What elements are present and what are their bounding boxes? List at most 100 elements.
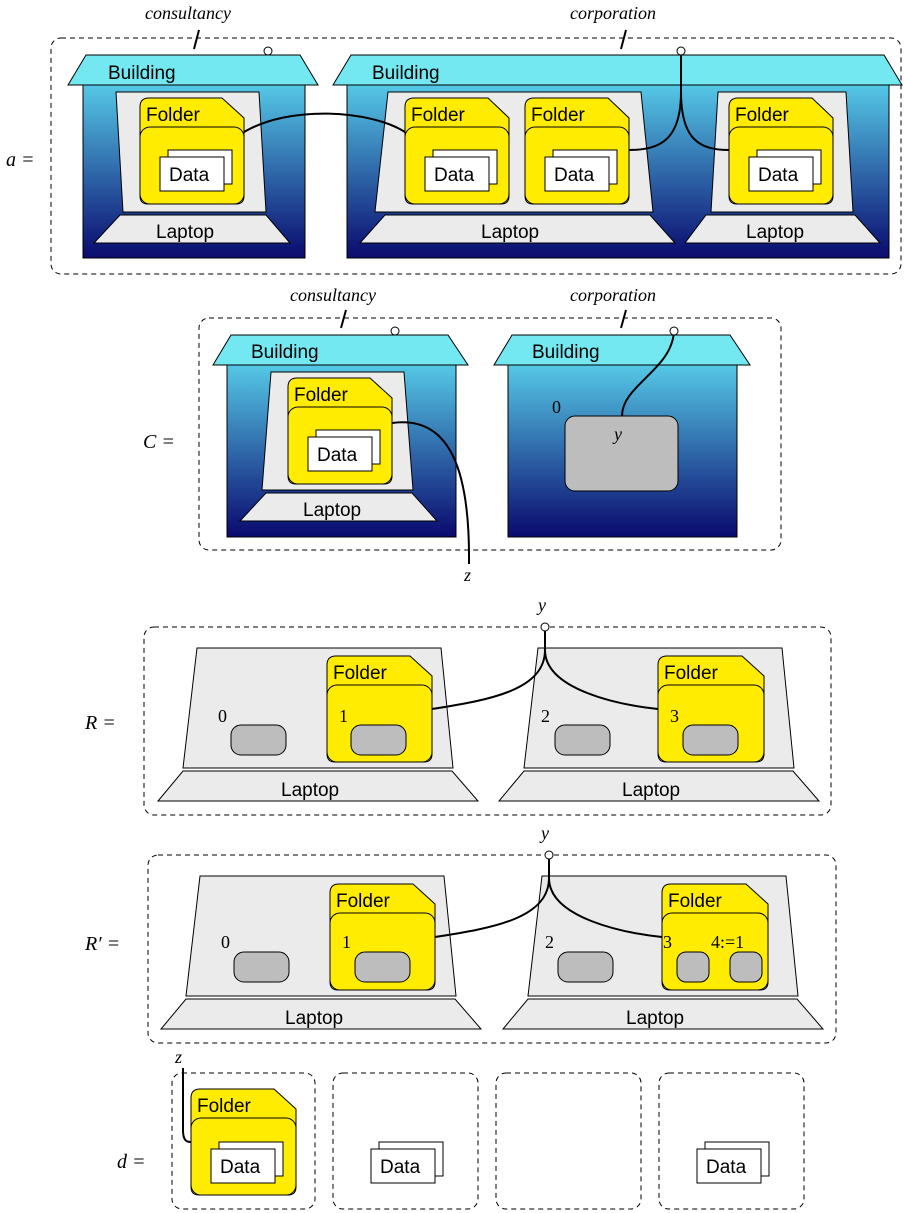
data-icon	[696, 1148, 762, 1184]
folder-label: Folder	[531, 105, 586, 126]
label-R: R =	[84, 712, 116, 734]
data-icon	[748, 156, 814, 192]
data-label: Data	[169, 165, 210, 186]
site-index: 3	[663, 932, 672, 952]
building-roof	[67, 54, 319, 86]
laptop-base	[497, 770, 821, 802]
link-y-left	[434, 855, 550, 938]
consultancy-name: consultancy	[290, 285, 376, 305]
laptop-base	[159, 998, 483, 1030]
laptop-label: Laptop	[156, 222, 214, 243]
folder-label: Folder	[146, 105, 201, 126]
label-d: d =	[117, 1151, 146, 1173]
label-C: C =	[143, 431, 175, 453]
laptop-label: Laptop	[622, 780, 680, 801]
name-tick	[193, 29, 200, 50]
region-d-2	[332, 1072, 479, 1210]
corporation-name: corporation	[570, 3, 656, 23]
data-label: Data	[220, 1157, 261, 1178]
section-R: R = y Laptop 0 Folder 1 Laptop 2 Folder …	[84, 595, 832, 816]
section-a: a = Building Laptop Folder Data Building…	[6, 3, 903, 275]
laptop-label: Laptop	[285, 1008, 343, 1029]
name-y: y	[536, 595, 546, 615]
building-roof	[493, 334, 751, 366]
folder-label: Folder	[411, 105, 466, 126]
site-hole	[557, 951, 614, 983]
site-hole	[350, 724, 407, 756]
data-icon	[159, 156, 225, 192]
link-y-right	[544, 649, 659, 710]
data-icon	[424, 156, 490, 192]
building-label: Building	[532, 342, 600, 363]
port-icon	[540, 622, 550, 632]
region-C	[198, 317, 782, 551]
laptop-label: Laptop	[281, 780, 339, 801]
name-tick	[620, 29, 627, 50]
laptop-base	[238, 492, 439, 522]
data-icon	[544, 156, 610, 192]
name-z: z	[174, 1047, 182, 1067]
data-label: Data	[434, 165, 475, 186]
name-y: y	[539, 823, 549, 843]
building-roof	[332, 54, 903, 86]
name-z: z	[463, 565, 471, 585]
building-corporation-C: Building 0 y	[493, 334, 751, 538]
site-index: 3	[670, 706, 679, 726]
data-label: Data	[554, 165, 595, 186]
folder-label: Folder	[294, 385, 349, 406]
site-index: 0	[218, 706, 227, 726]
region-d-3	[495, 1072, 642, 1210]
building-label: Building	[251, 342, 319, 363]
laptop-base	[684, 214, 882, 244]
building-consultancy-a: Building Laptop Folder Data	[67, 54, 319, 259]
data-icon	[210, 1148, 276, 1184]
link-site-y	[621, 330, 675, 417]
section-d: d = z Folder Data Data Data	[117, 1047, 805, 1210]
folder-label: Folder	[336, 891, 391, 912]
data-label: Data	[317, 445, 358, 466]
site-index: 1	[339, 706, 348, 726]
data-label: Data	[758, 165, 799, 186]
laptop-label: Laptop	[626, 1008, 684, 1029]
folder-label: Folder	[668, 891, 723, 912]
building-label: Building	[372, 63, 440, 84]
data-icon	[307, 436, 373, 472]
laptop-label: Laptop	[481, 222, 539, 243]
site-hole	[729, 951, 763, 983]
folder-label: Folder	[735, 105, 790, 126]
name-y: y	[612, 424, 622, 444]
building-label: Building	[108, 63, 176, 84]
name-tick	[340, 309, 347, 329]
site-hole	[230, 724, 287, 756]
name-tick	[620, 309, 627, 329]
laptop-base	[358, 214, 677, 244]
port-icon	[263, 46, 273, 56]
site-hole	[682, 724, 739, 756]
site-index: 4:=1	[711, 932, 744, 952]
building-corporation-a: Building Laptop Folder Data Folder Data …	[332, 54, 903, 259]
region-a	[50, 37, 902, 275]
data-label: Data	[706, 1157, 747, 1178]
link-y-left	[431, 627, 546, 710]
section-R-prime: R′ = y Laptop 0 Folder 1 Laptop 2 Folder…	[84, 823, 837, 1044]
port-icon	[676, 46, 686, 56]
link-folder-z	[391, 421, 471, 565]
folder-label: Folder	[664, 663, 719, 684]
site-index: 0	[552, 397, 561, 417]
site-index: 1	[342, 932, 351, 952]
data-icon	[370, 1148, 436, 1184]
corporation-name: corporation	[570, 285, 656, 305]
region-R	[143, 626, 832, 816]
site-hole	[354, 951, 411, 983]
laptop-base	[156, 770, 480, 802]
folder-label: Folder	[197, 1096, 252, 1117]
label-a: a =	[6, 149, 35, 171]
folder-label: Folder	[333, 663, 388, 684]
link-corp-port	[680, 91, 730, 151]
laptop-base	[501, 998, 825, 1030]
site-index: 2	[541, 706, 550, 726]
link-y-right	[548, 877, 663, 938]
site-index: 2	[545, 932, 554, 952]
laptop-label: Laptop	[303, 500, 361, 521]
